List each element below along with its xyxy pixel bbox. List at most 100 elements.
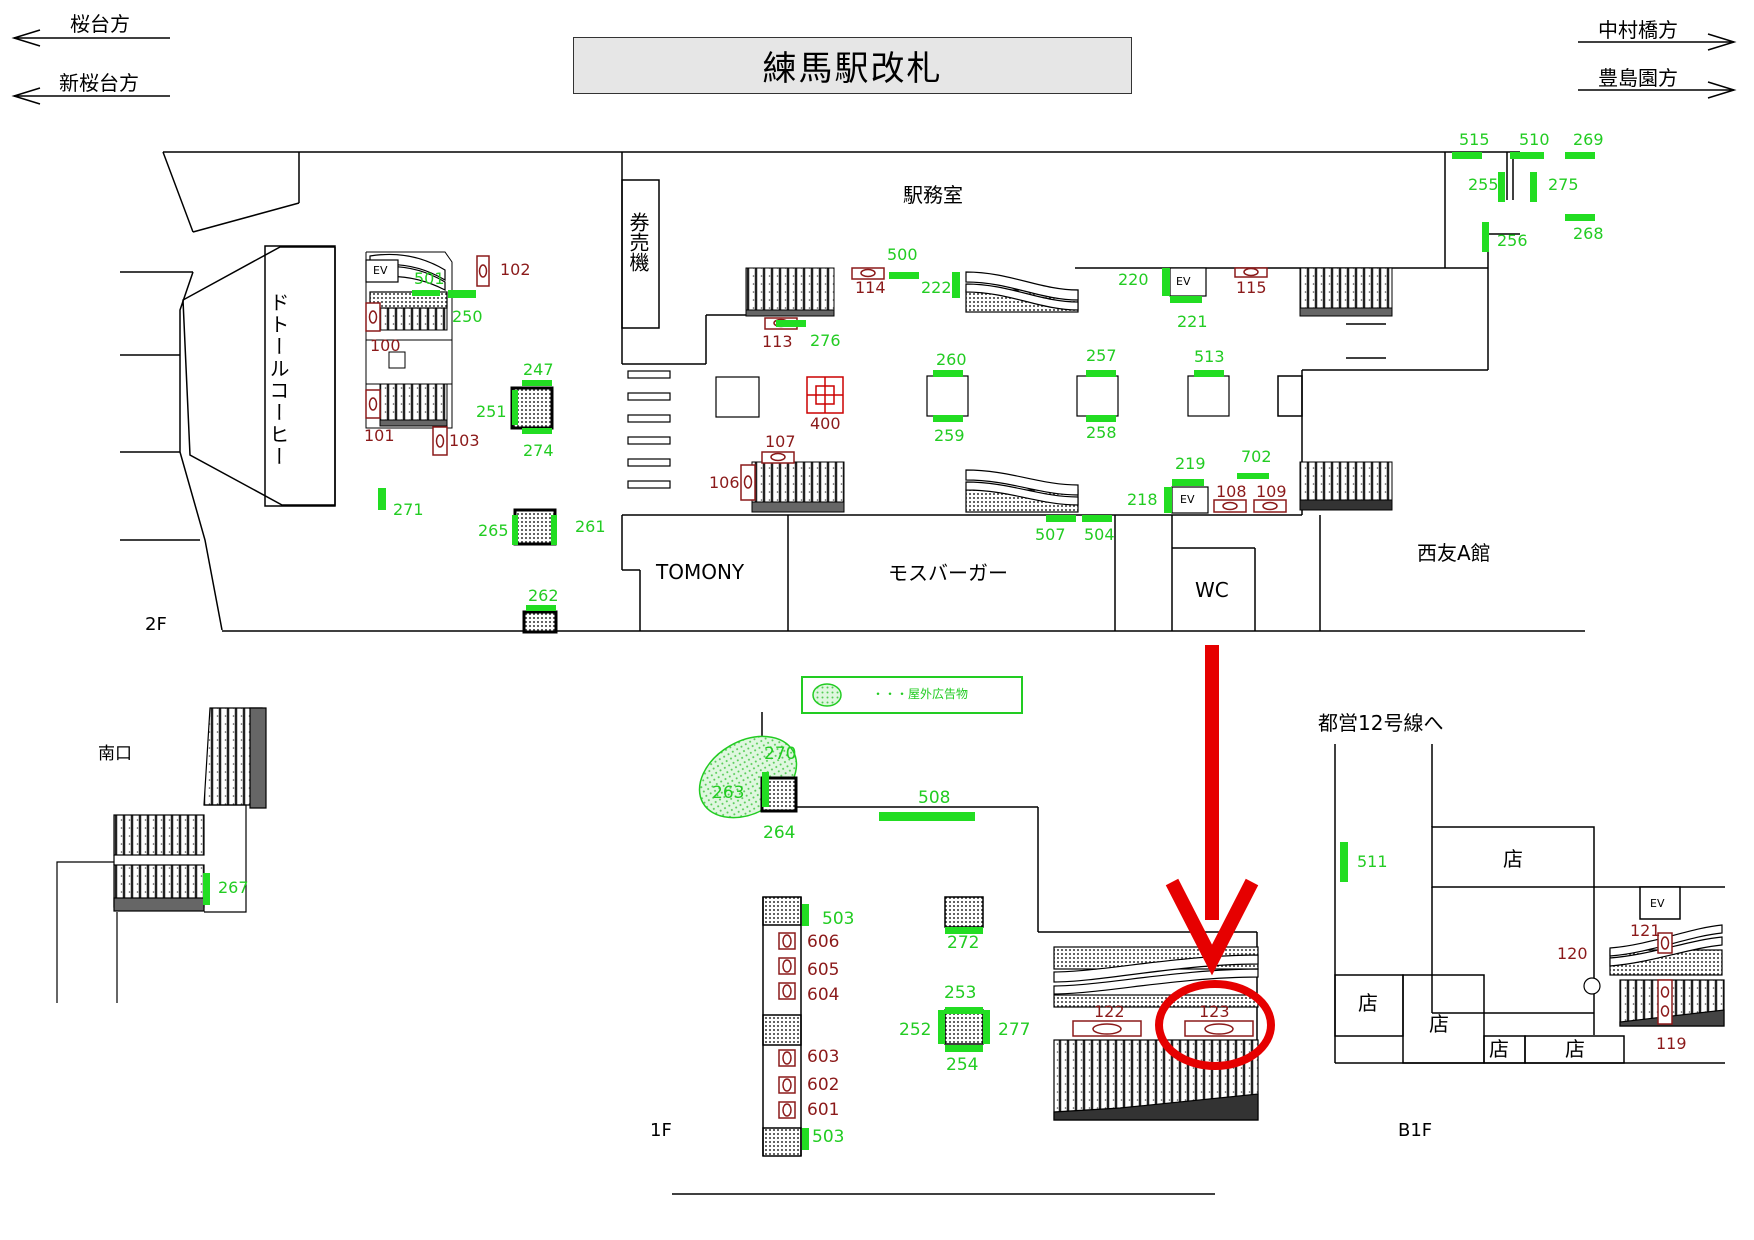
highlight-circle-123: [1155, 980, 1275, 1070]
doutor-shop: [264, 245, 336, 507]
ad-222: 222: [921, 278, 952, 297]
ad-274: 274: [523, 441, 554, 460]
legend-text: ・・・屋外広告物: [872, 687, 969, 701]
sign-column-600: [778, 932, 796, 1119]
doutor-label: ドトールコーヒー: [266, 292, 290, 468]
sign-119: 119: [1656, 1034, 1687, 1053]
sign-400-symbol: [806, 376, 844, 414]
highlight-arrow: [1165, 645, 1259, 976]
ad-276: 276: [810, 331, 841, 350]
ev-label-4: EV: [1650, 897, 1665, 910]
ad-221: 221: [1177, 312, 1208, 331]
wc-label: WC: [1195, 578, 1229, 602]
ad-218: 218: [1127, 490, 1158, 509]
black-pillars-2f: [510, 386, 558, 634]
direction-arrows: [11, 29, 1737, 105]
escalator-b1f: [1583, 924, 1725, 1027]
ad-247: 247: [523, 360, 554, 379]
sign-boxes-1f: [1072, 1020, 1254, 1037]
ad-500: 500: [887, 245, 918, 264]
ad-702: 702: [1241, 447, 1272, 466]
sign-106: 106: [709, 473, 740, 492]
ad-270: 270: [764, 744, 797, 764]
ad-257: 257: [1086, 346, 1117, 365]
sign-121: 121: [1630, 921, 1661, 940]
ad-513: 513: [1194, 347, 1225, 366]
ad-510: 510: [1519, 130, 1550, 149]
ad-267: 267: [218, 878, 249, 897]
sign-108: 108: [1216, 482, 1247, 501]
sign-boxes-2f: [365, 255, 1287, 513]
direction-shinsakuradai: 新桜台方: [59, 71, 139, 95]
mos-burger-label: モスバーガー: [888, 561, 1008, 585]
ad-250: 250: [452, 307, 483, 326]
sign-103: 103: [449, 431, 480, 450]
ad-507: 507: [1035, 525, 1066, 544]
shop-label-1: 店: [1503, 847, 1523, 871]
escalator-1f: [1053, 946, 1259, 1121]
sign-113: 113: [762, 332, 793, 351]
sign-606: 606: [807, 932, 840, 952]
ad-252: 252: [899, 1020, 932, 1040]
floor-b1f-label: B1F: [1398, 1120, 1433, 1141]
ad-256: 256: [1497, 231, 1528, 250]
ad-277: 277: [998, 1020, 1031, 1040]
direction-toshimaen: 豊島園方: [1598, 66, 1678, 90]
ad-219: 219: [1175, 454, 1206, 473]
ad-260: 260: [936, 350, 967, 369]
ad-271: 271: [393, 500, 424, 519]
ev-label-1: EV: [373, 264, 388, 277]
sign-114: 114: [855, 278, 886, 297]
sign-100: 100: [370, 336, 401, 355]
sign-602: 602: [807, 1075, 840, 1095]
ad-515: 515: [1459, 130, 1490, 149]
ad-259: 259: [934, 426, 965, 445]
sign-101: 101: [364, 426, 395, 445]
ev-label-3: EV: [1180, 493, 1195, 506]
sign-122: 122: [1094, 1002, 1125, 1021]
crosswalk: [627, 370, 671, 489]
shop-label-3: 店: [1429, 1012, 1449, 1036]
sign-400: 400: [810, 414, 841, 433]
sign-120: 120: [1557, 944, 1588, 963]
floor-1f-label: 1F: [650, 1120, 672, 1141]
ad-511: 511: [1357, 852, 1388, 871]
direction-sakuradai: 桜台方: [70, 12, 130, 36]
ad-269: 269: [1573, 130, 1604, 149]
legend-ad-symbol: [812, 683, 842, 707]
ad-258: 258: [1086, 423, 1117, 442]
tomony-label: TOMONY: [656, 560, 745, 584]
south-exit-stairs: [56, 707, 267, 1003]
ad-503-top: 503: [822, 909, 855, 929]
ad-263: 263: [712, 783, 745, 803]
ev-label-2: EV: [1176, 275, 1191, 288]
pillars-1f: [762, 896, 984, 1157]
ad-220: 220: [1118, 270, 1149, 289]
ad-272: 272: [947, 933, 980, 953]
floor-2f-label: 2F: [145, 614, 167, 635]
sign-603: 603: [807, 1047, 840, 1067]
sign-109: 109: [1256, 482, 1287, 501]
floor-1f-walls: [672, 676, 1258, 1195]
ad-504: 504: [1084, 525, 1115, 544]
ad-255: 255: [1468, 175, 1499, 194]
floor-b1f-walls: [1334, 744, 1725, 1064]
ad-264: 264: [763, 823, 796, 843]
ad-253: 253: [944, 983, 977, 1003]
sign-107: 107: [765, 432, 796, 451]
pillars: [715, 375, 1230, 418]
sign-102: 102: [500, 260, 531, 279]
sign-boxes-b1f: [1657, 932, 1673, 1025]
ad-251: 251: [476, 402, 507, 421]
sign-604: 604: [807, 985, 840, 1005]
ad-275: 275: [1548, 175, 1579, 194]
ad-262: 262: [528, 586, 559, 605]
sign-605: 605: [807, 960, 840, 980]
stairs-2f: [379, 267, 1393, 513]
seiyu-label: 西友A館: [1417, 541, 1491, 565]
ad-254: 254: [946, 1055, 979, 1075]
ad-501: 501: [414, 269, 445, 288]
ad-268: 268: [1573, 224, 1604, 243]
sign-123: 123: [1199, 1002, 1230, 1021]
